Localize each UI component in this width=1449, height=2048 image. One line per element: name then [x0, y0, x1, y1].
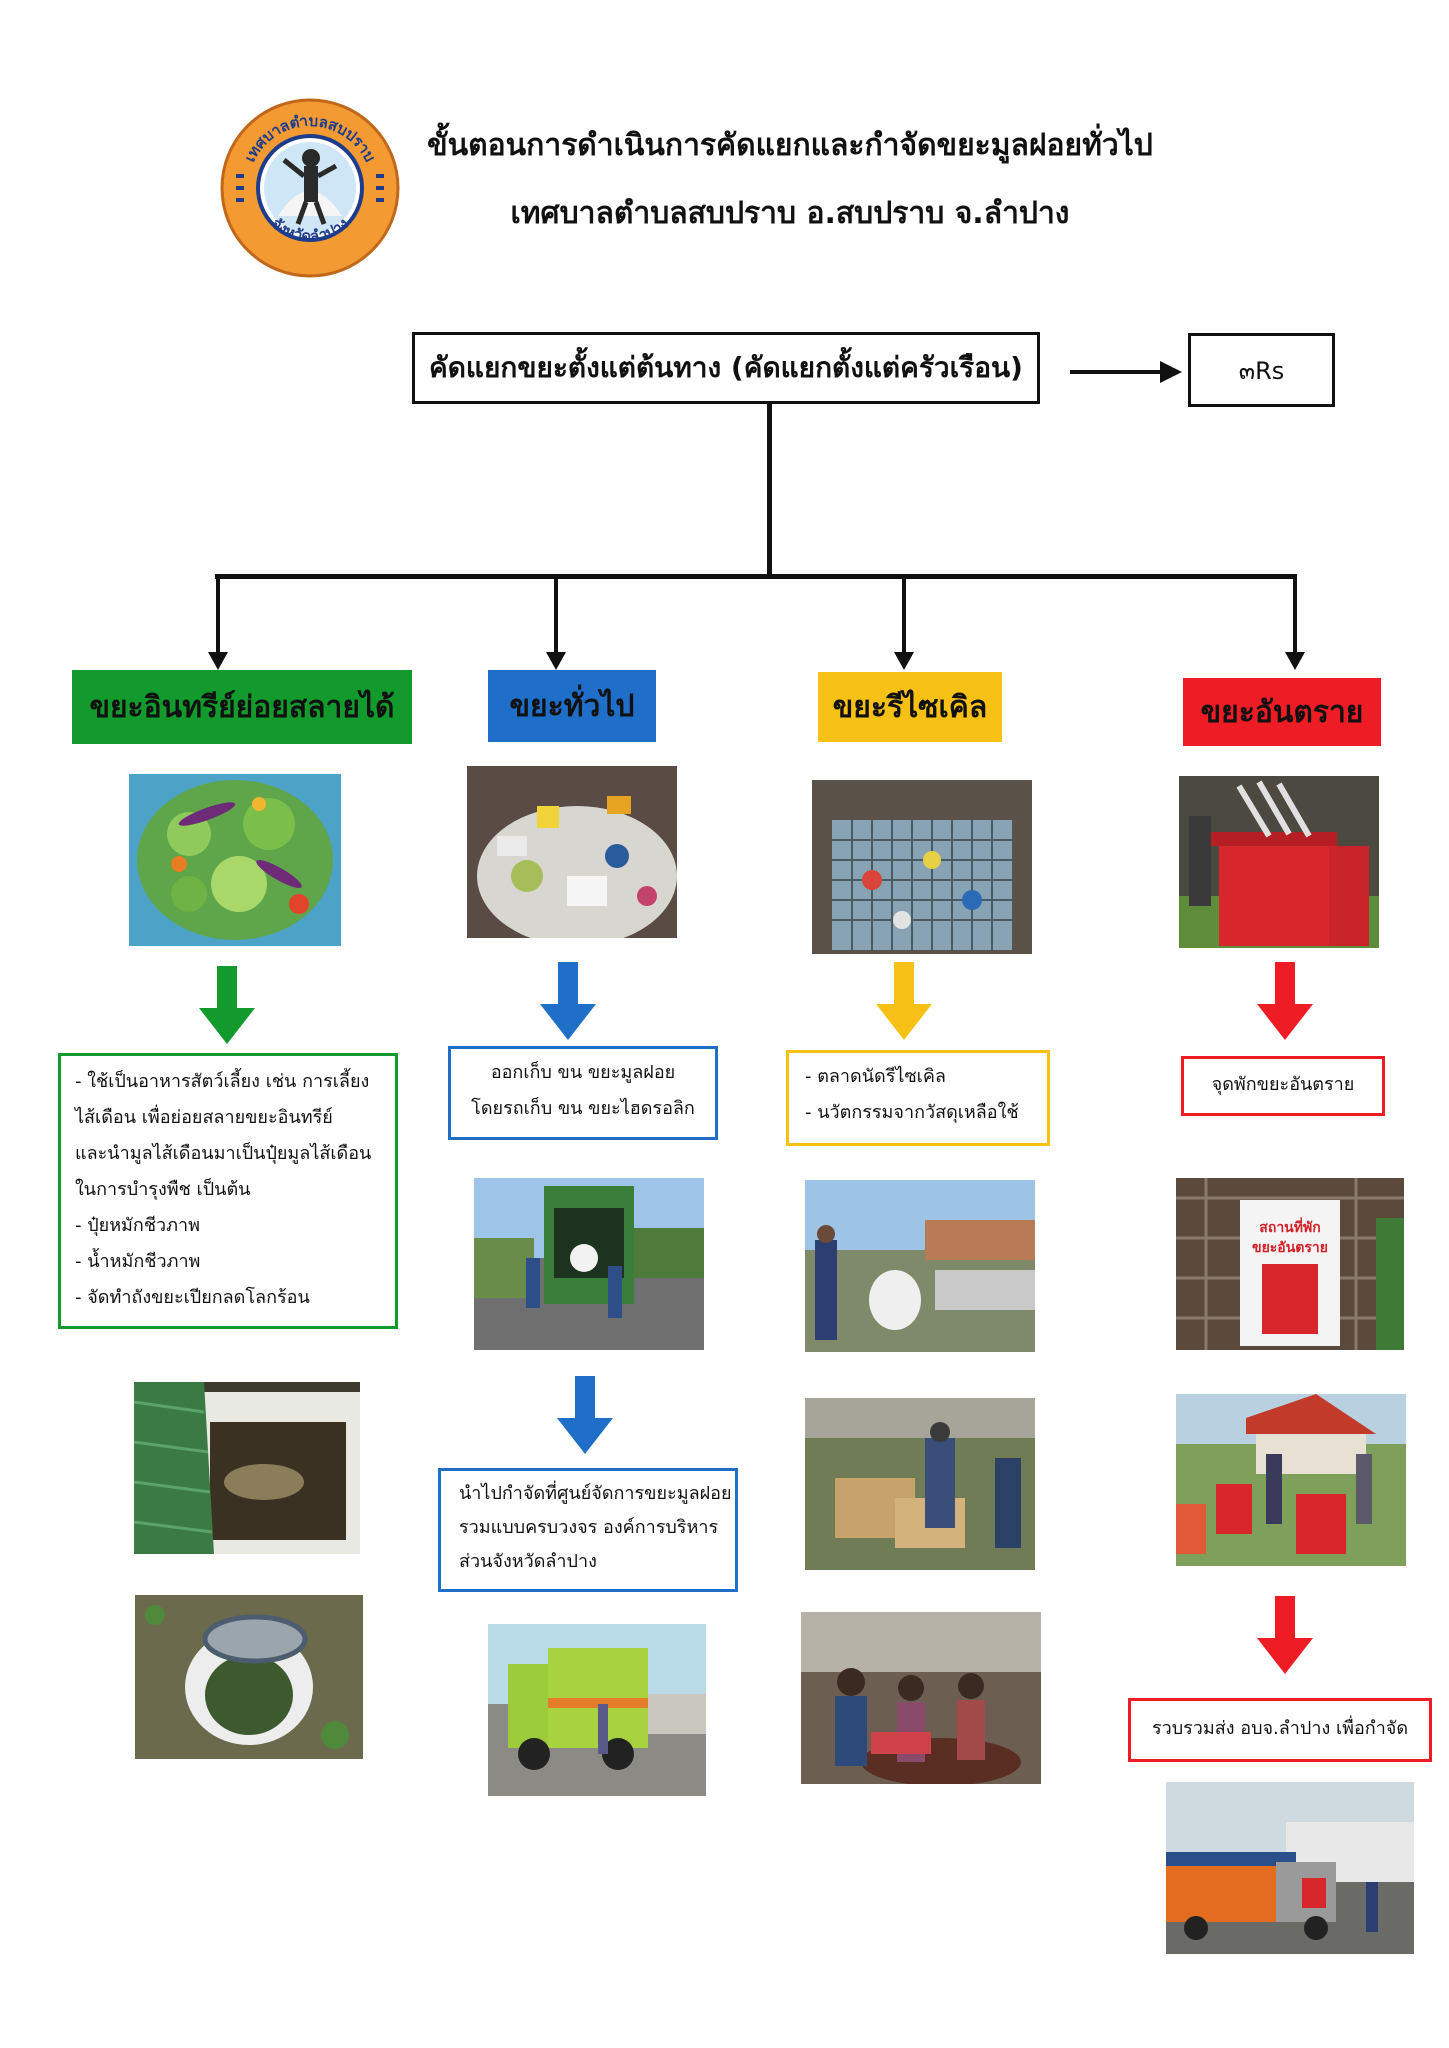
branch-drop-recycle: [902, 576, 906, 660]
green-cone-bin-photo: [135, 1595, 363, 1759]
arrow-down-icon: [894, 652, 914, 670]
recycle-cage-photo: [812, 780, 1032, 954]
recycle-info-box: - ตลาดนัดรีไซเคิล - นวัตกรรมจากวัสดุเหลื…: [786, 1050, 1050, 1146]
info-line: - ใช้เป็นอาหารสัตว์เลี้ยง เช่น การเลี้ยง: [75, 1071, 370, 1092]
arrow-down-icon: [208, 652, 228, 670]
hazardous-collection-photo: [1176, 1394, 1406, 1566]
trunk-line: [767, 404, 772, 576]
arrow-down-blue-icon: [557, 1376, 613, 1454]
source-separation-box: คัดแยกขยะตั้งแต่ต้นทาง (คัดแยกตั้งแต่ครั…: [412, 332, 1040, 404]
arrow-down-icon: [546, 652, 566, 670]
branch-drop-hazardous: [1293, 576, 1297, 660]
category-header-general: ขยะทั่วไป: [488, 670, 656, 742]
recycle-market-photo: [805, 1180, 1035, 1352]
info-line: รวมแบบครบวงจร องค์การบริหาร: [459, 1517, 719, 1538]
arrow-down-red-icon: [1257, 962, 1313, 1040]
info-line: และนำมูลไส้เดือนมาเป็นปุ๋ยมูลไส้เดือน: [75, 1143, 372, 1164]
branch-line: [215, 574, 1297, 579]
general-disposal-box: นำไปกำจัดที่ศูนย์จัดการขยะมูลฝอย รวมแบบค…: [438, 1468, 738, 1592]
disposal-center-truck-photo: [488, 1624, 706, 1796]
general-waste-photo: [467, 766, 677, 938]
recycle-innovation-photo: [801, 1612, 1041, 1784]
category-header-organic: ขยะอินทรีย์ย่อยสลายได้: [72, 670, 412, 744]
info-line: นำไปกำจัดที่ศูนย์จัดการขยะมูลฝอย: [459, 1483, 732, 1504]
arrow-to-3rs: [1070, 370, 1166, 374]
municipal-seal-icon: เทศบาลตำบลสบปราบ จังหวัดลำปาง: [220, 98, 400, 278]
arrow-down-red-icon: [1257, 1596, 1313, 1674]
info-line: จุดพักขยะอันตราย: [1211, 1074, 1355, 1095]
arrow-down-yellow-icon: [876, 962, 932, 1040]
info-line: ออกเก็บ ขน ขยะมูลฝอย: [490, 1062, 676, 1083]
garbage-truck-collection-photo: [474, 1178, 704, 1350]
info-line: - จัดทำถังขยะเปียกลดโลกร้อน: [75, 1287, 310, 1308]
category-header-hazardous: ขยะอันตราย: [1183, 678, 1381, 746]
general-collection-box: ออกเก็บ ขน ขยะมูลฝอย โดยรถเก็บ ขน ขยะไฮด…: [448, 1046, 718, 1140]
arrow-down-icon: [1285, 652, 1305, 670]
info-line: ส่วนจังหวัดลำปาง: [459, 1551, 597, 1572]
info-line: - นวัตกรรมจากวัสดุเหลือใช้: [805, 1102, 1019, 1123]
worm-bin-photo: [134, 1382, 360, 1554]
svg-text:ขยะอันตราย: ขยะอันตราย: [1252, 1240, 1328, 1256]
hazardous-bins-photo: [1179, 776, 1379, 948]
page-title: ขั้นตอนการดำเนินการคัดแยกและกำจัดขยะมูลฝ…: [427, 128, 1153, 163]
arrow-down-green-icon: [199, 966, 255, 1044]
info-line: รวบรวมส่ง อบจ.ลำปาง เพื่อกำจัด: [1151, 1718, 1409, 1739]
municipal-logo: เทศบาลตำบลสบปราบ จังหวัดลำปาง: [218, 96, 402, 280]
recycle-sorting-photo: [805, 1398, 1035, 1570]
info-line: - ปุ๋ยหมักชีวภาพ: [75, 1215, 200, 1236]
three-rs-box: ๓Rs: [1188, 333, 1335, 407]
hazardous-transport-photo: [1166, 1782, 1414, 1954]
category-header-recycle: ขยะรีไซเคิล: [818, 672, 1002, 742]
branch-drop-general: [554, 576, 558, 660]
three-rs-label: ๓Rs: [1238, 356, 1285, 385]
hazardous-point-box: จุดพักขยะอันตราย: [1181, 1056, 1385, 1116]
info-line: ในการบำรุงพืช เป็นต้น: [75, 1179, 251, 1200]
info-line: - ตลาดนัดรีไซเคิล: [805, 1066, 946, 1087]
organic-info-box: - ใช้เป็นอาหารสัตว์เลี้ยง เช่น การเลี้ยง…: [58, 1053, 398, 1329]
hazardous-transfer-box: รวบรวมส่ง อบจ.ลำปาง เพื่อกำจัด: [1128, 1698, 1432, 1762]
hazardous-station-sign-photo: สถานที่พัก ขยะอันตราย: [1176, 1178, 1404, 1350]
info-line: โดยรถเก็บ ขน ขยะไฮดรอลิก: [471, 1098, 695, 1119]
page-subtitle: เทศบาลตำบลสบปราบ อ.สบปราบ จ.ลำปาง: [510, 196, 1070, 231]
info-line: ไส้เดือน เพื่อย่อยสลายขยะอินทรีย์: [75, 1107, 333, 1128]
source-separation-label: คัดแยกขยะตั้งแต่ต้นทาง (คัดแยกตั้งแต่ครั…: [429, 351, 1023, 384]
branch-drop-organic: [216, 576, 220, 660]
svg-text:สถานที่พัก: สถานที่พัก: [1259, 1217, 1320, 1236]
arrow-down-blue-icon: [540, 962, 596, 1040]
arrow-right-icon: [1160, 361, 1182, 383]
organic-waste-photo: [129, 774, 341, 946]
info-line: - น้ำหมักชีวภาพ: [75, 1251, 201, 1272]
